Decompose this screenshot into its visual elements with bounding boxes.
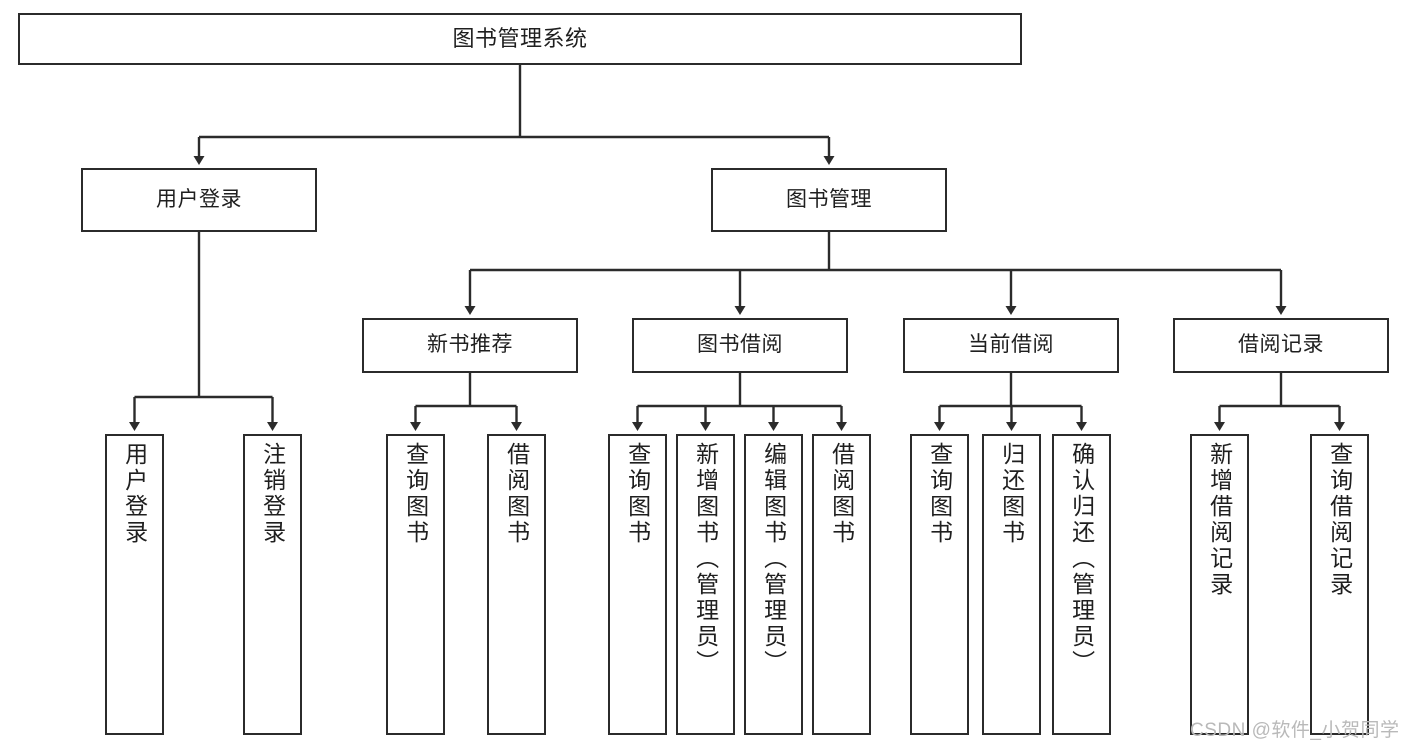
node-records[interactable]: 借阅记录 [1173,318,1389,373]
node-label: 图书管理系统 [452,26,588,52]
node-leaf-cur-query[interactable]: 查询图书 [910,434,969,735]
node-bookmgmt[interactable]: 图书管理 [711,168,947,232]
node-root[interactable]: 图书管理系统 [18,13,1022,65]
node-label: 借阅图书 [828,442,855,546]
node-label: 当前借阅 [968,333,1054,357]
node-label: 确认归还（管理员） [1068,442,1095,676]
node-leaf-br-add[interactable]: 新增图书（管理员） [676,434,735,735]
node-leaf-user-login[interactable]: 用户登录 [105,434,164,735]
node-label: 新增借阅记录 [1206,442,1233,598]
node-label: 归还图书 [998,442,1025,546]
node-label: 借阅图书 [503,442,530,546]
node-leaf-new-query[interactable]: 查询图书 [386,434,445,735]
node-label: 新书推荐 [427,333,513,357]
node-label: 查询借阅记录 [1326,442,1353,598]
node-login[interactable]: 用户登录 [81,168,317,232]
node-label: 图书管理 [786,187,872,211]
node-leaf-br-borrow[interactable]: 借阅图书 [812,434,871,735]
node-leaf-cur-confirm[interactable]: 确认归还（管理员） [1052,434,1111,735]
node-leaf-br-query[interactable]: 查询图书 [608,434,667,735]
node-label: 查询图书 [624,442,651,546]
node-leaf-new-borrow[interactable]: 借阅图书 [487,434,546,735]
node-label: 编辑图书（管理员） [760,442,787,676]
node-label: 新增图书（管理员） [692,442,719,676]
node-leaf-br-edit[interactable]: 编辑图书（管理员） [744,434,803,735]
node-label: 借阅记录 [1238,333,1324,357]
node-label: 用户登录 [156,187,242,211]
node-label: 用户登录 [121,442,148,546]
node-current[interactable]: 当前借阅 [903,318,1119,373]
node-label: 查询图书 [926,442,953,546]
node-label: 注销登录 [259,442,286,546]
node-borrow[interactable]: 图书借阅 [632,318,848,373]
node-newbook[interactable]: 新书推荐 [362,318,578,373]
node-leaf-rec-add[interactable]: 新增借阅记录 [1190,434,1249,735]
node-leaf-rec-query[interactable]: 查询借阅记录 [1310,434,1369,735]
node-label: 图书借阅 [697,333,783,357]
node-leaf-cur-return[interactable]: 归还图书 [982,434,1041,735]
node-label: 查询图书 [402,442,429,546]
node-leaf-user-logout[interactable]: 注销登录 [243,434,302,735]
